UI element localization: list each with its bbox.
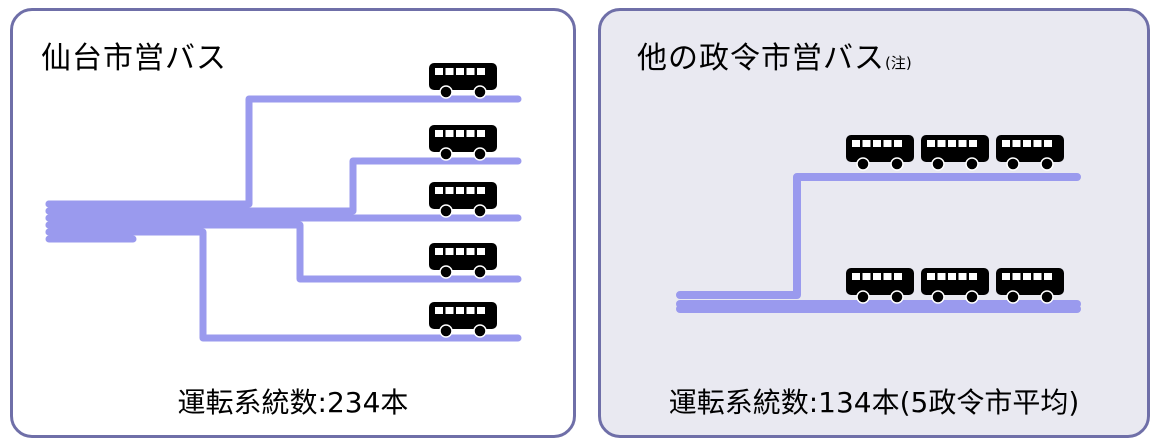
route-line <box>45 228 522 342</box>
bus-icon <box>429 243 497 279</box>
bus-group <box>846 135 1064 304</box>
panel-title-text: 他の政令市営バス <box>637 41 885 76</box>
route-lines <box>676 173 1081 313</box>
bus-icon <box>429 302 497 338</box>
bus-icon <box>921 268 989 304</box>
route-line <box>45 157 522 215</box>
sendai-bus-panel: 仙台市営バス 運転系統数:234本 <box>10 8 576 438</box>
route-line <box>45 95 522 208</box>
panel-title: 仙台市営バス <box>41 41 227 76</box>
route-lines <box>45 95 522 342</box>
other-cities-route-diagram <box>676 135 1081 313</box>
route-count-label: 運転系統数:134本(5政令市平均) <box>668 386 1080 419</box>
route-line <box>45 221 522 283</box>
route-count-label: 運転系統数:234本 <box>177 386 409 419</box>
bus-icon <box>846 268 914 304</box>
bus-icon <box>921 135 989 171</box>
bus-icon <box>996 135 1064 171</box>
bus-icon <box>429 182 497 218</box>
route-line <box>676 173 1081 299</box>
bus-icon <box>429 125 497 161</box>
bus-icon <box>846 135 914 171</box>
sendai-route-diagram <box>45 63 522 342</box>
other-cities-bus-panel: 他の政令市営バス(注) 運転系統数:134本(5政令市平均) <box>598 8 1150 438</box>
bus-icon <box>429 63 497 99</box>
bus-group <box>429 63 497 338</box>
panel-title: 他の政令市営バス(注) <box>637 33 912 77</box>
bus-icon <box>996 268 1064 304</box>
footnote-marker: (注) <box>885 54 912 72</box>
